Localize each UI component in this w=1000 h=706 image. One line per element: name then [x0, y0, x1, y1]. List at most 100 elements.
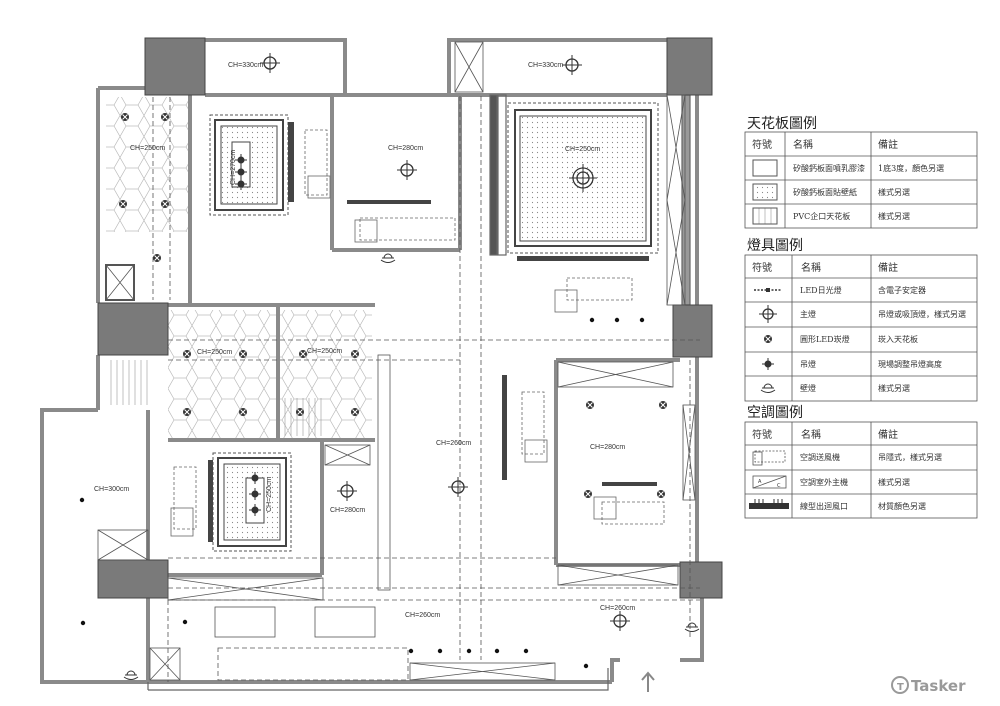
legend-note: 樣式另選 [878, 211, 910, 221]
round-led-downlight-icon [299, 350, 307, 358]
dining-feature-ceiling [209, 114, 294, 216]
ac-indoor-unit-icon [752, 450, 786, 466]
round-led-downlight-icon [351, 408, 359, 416]
led-strip-icon [754, 288, 782, 292]
legend-lighting: 燈具圖例 符號 名稱 備註 LED日光燈 含電子安定器 主燈 吊燈或吸頂燈，樣式… [744, 238, 978, 402]
spot-light-icon [182, 619, 188, 625]
legend-title: 空調圖例 [747, 405, 803, 421]
cabinets [97, 41, 696, 681]
ch-label: CH=250cm [130, 145, 165, 152]
round-led-downlight-icon [161, 113, 169, 121]
legend-header: 符號 [752, 261, 772, 274]
svg-text:T: T [897, 682, 904, 693]
wall-light-icon [123, 670, 139, 680]
ch-label: CH=260cm [436, 440, 471, 447]
round-led-downlight-icon [239, 408, 247, 416]
main-light-icon [562, 55, 582, 75]
legend-name: 矽酸鈣板面噴乳膠漆 [793, 163, 865, 173]
pendant-light-icon [762, 358, 774, 370]
ch-label: CH=250cm [197, 349, 232, 356]
spot-light-icon [79, 497, 85, 503]
wall-light-icon [380, 253, 396, 263]
ch-label: CH=250cm [266, 477, 273, 512]
pendant-light-icon [235, 178, 247, 190]
round-led-downlight-icon [239, 350, 247, 358]
round-led-downlight-icon [586, 401, 594, 409]
ch-label: CH=260cm [405, 612, 440, 619]
ceiling-dashed-lines [152, 96, 700, 682]
round-led-downlight-icon [183, 408, 191, 416]
legend-header: 備註 [878, 138, 898, 151]
watermark-text: Tasker [911, 677, 966, 695]
pendant-light-icon [249, 488, 261, 500]
spot-light-icon [466, 648, 472, 654]
ch-label: CH=270cm [230, 150, 237, 185]
round-led-downlight-icon [121, 113, 129, 121]
legend-name: PVC企口天花板 [793, 211, 850, 221]
linear-vent-icon [749, 499, 789, 509]
legend-note: 吊隱式，樣式另選 [878, 452, 942, 462]
legend-title: 天花板圖例 [747, 116, 817, 132]
dotted-panel-icon [752, 183, 778, 201]
pvc-ceiling-area [107, 360, 152, 405]
legend-name: 空調送風機 [800, 452, 840, 462]
round-led-downlight-icon [764, 335, 772, 343]
ac-letter: C [777, 483, 781, 489]
legend-name: 圓形LED崁燈 [800, 334, 850, 344]
legend-header: 名稱 [801, 428, 821, 441]
linear-vents [347, 200, 657, 486]
main-light-icon [759, 305, 777, 323]
pendant-light-icon [249, 504, 261, 516]
legend-name: 主燈 [800, 309, 816, 319]
round-led-downlight-icon [183, 350, 191, 358]
round-led-downlight-icon [659, 401, 667, 409]
ch-label: CH=280cm [330, 507, 365, 514]
legend-note: 吊燈或吸頂燈，樣式另選 [878, 309, 966, 319]
legend-note: 現場調整吊燈高度 [878, 359, 942, 369]
legend-name: 空調室外主機 [800, 477, 848, 487]
spot-light-icon [408, 648, 414, 654]
spot-light-icon [80, 620, 86, 626]
legend-ceiling: 天花板圖例 符號 名稱 備註 矽酸鈣板面噴乳膠漆 1底3度，顏色另選 矽酸鈣板面… [744, 116, 978, 229]
light-fixtures [79, 53, 700, 680]
round-led-downlight-icon [119, 200, 127, 208]
round-led-downlight-icon [296, 408, 304, 416]
legend-note: 樣式另選 [878, 187, 910, 197]
walls [40, 38, 704, 684]
tasker-logo-icon [891, 676, 909, 694]
ac-letter: A [758, 479, 762, 485]
legend-note: 崁入天花板 [878, 334, 918, 344]
main-light-icon [448, 477, 468, 497]
watermark: T Tasker [891, 676, 966, 695]
spot-light-icon [583, 663, 589, 669]
legend-note: 含電子安定器 [878, 285, 926, 295]
round-led-downlight-icon [161, 200, 169, 208]
spot-light-icon [589, 317, 595, 323]
spot-light-icon [614, 317, 620, 323]
hex-tile-areas [106, 97, 372, 440]
wall-light-icon [760, 383, 776, 393]
ch-label: CH=250cm [565, 146, 600, 153]
legend-header: 備註 [878, 428, 898, 441]
round-led-downlight-icon [351, 350, 359, 358]
pendant-light-icon [249, 472, 261, 484]
legend-name: 矽酸鈣板面貼壁紙 [793, 187, 857, 197]
legend-name: 線型出迴風口 [800, 501, 848, 511]
lower-feature-ceiling [208, 452, 292, 552]
main-light-icon [337, 481, 357, 501]
pendant-light-icon [235, 154, 247, 166]
ch-label: CH=330cm [528, 62, 563, 69]
legend-name: 吊燈 [800, 359, 816, 369]
plain-panel-icon [752, 159, 778, 177]
ch-label: CH=300cm [94, 486, 129, 493]
pvc-strip-panel-icon [752, 207, 778, 225]
ch-label: CH=260cm [600, 605, 635, 612]
legend-note: 樣式另選 [878, 383, 910, 393]
ac-indoor-units [170, 129, 665, 638]
ch-label: CH=280cm [388, 145, 423, 152]
legend-header: 符號 [752, 138, 772, 151]
legend-header: 備註 [878, 261, 898, 274]
spot-light-icon [523, 648, 529, 654]
legend-ac: 空調圖例 符號 名稱 備註 A C 空調送風機 吊隱式，樣式另選 空調室外主機 … [744, 405, 978, 519]
